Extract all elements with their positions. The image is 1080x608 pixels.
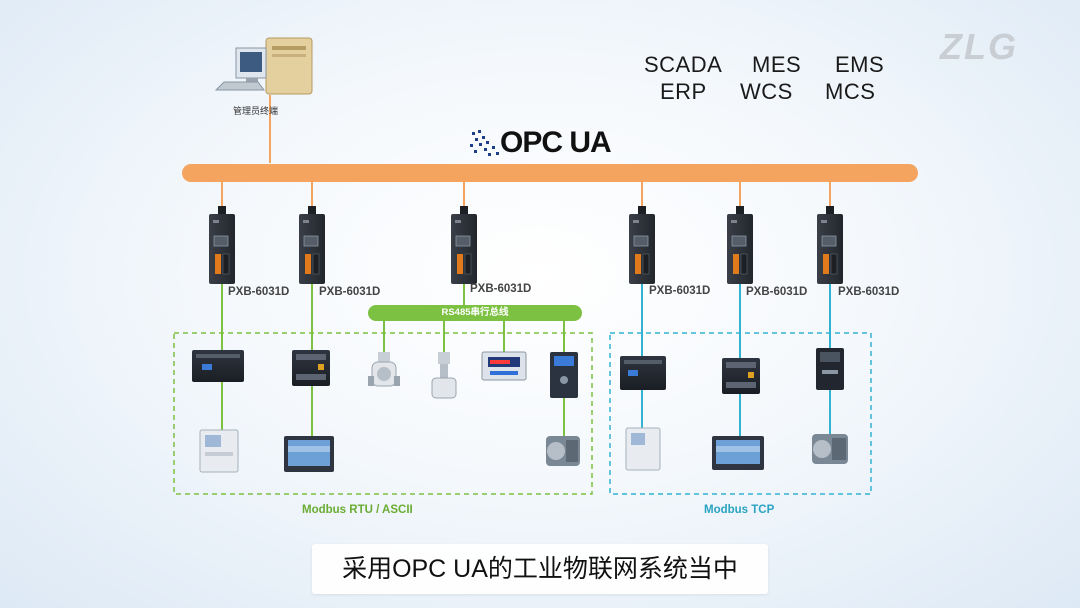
gateway-device-icon [299,206,325,284]
tcp-region-label: Modbus TCP [704,504,775,516]
tcp-region-box [609,332,872,495]
energy-meter-cabinet-icon [199,429,239,473]
video-subtitle: 采用OPC UA的工业物联网系统当中 [312,544,768,594]
system-label: MES [752,52,802,77]
opc-ua-backbone [182,164,918,182]
servo-drive-icon [816,348,844,390]
opc-ua-logo: OPC UA [470,126,630,160]
gateway-device-icon [817,206,843,284]
system-label: EMS [835,52,885,77]
rs485-bus [368,305,582,321]
gateway-group [209,206,843,284]
admin-terminal-label: 管理员终端 [233,106,279,116]
zlg-logo: ZLG [940,26,1018,67]
hmi-panel-icon [284,436,334,472]
flowmeter-icon [368,352,400,387]
gateway-label: PXB-6031D [228,286,290,298]
hmi-panel-tcp-icon [712,436,764,470]
gateway-label: PXB-6031D [319,286,381,298]
energy-meter-cabinet-tcp-icon [625,427,661,471]
opc-ua-logo-mark [470,130,499,156]
plc-tcp-icon [620,356,666,390]
gateway-device-icon [209,206,235,284]
motor-tcp-icon [812,434,848,464]
system-label: MCS [825,79,876,104]
inverter-icon [550,352,578,398]
rs485-bus-label: RS485串行总线 [441,307,509,318]
gateway-label: PXB-6031D [746,286,808,298]
system-label: ERP [660,79,707,104]
system-label: WCS [740,79,793,104]
panel-meter-icon [481,351,527,381]
plc-compact-icon [292,350,330,386]
gateway-label: PXB-6031D [649,285,711,297]
system-label: SCADA [644,52,723,77]
tcp-links [641,284,831,436]
rtu-region-label: Modbus RTU / ASCII [302,504,413,516]
rtu-region-box [173,332,593,495]
gateway-device-icon [727,206,753,284]
opc-ua-logo-text: OPC UA [500,126,612,159]
plc-icon [192,350,244,382]
motor-icon [546,436,580,466]
gateway-label: PXB-6031D [470,283,532,295]
rtu-links [221,284,565,436]
gateway-device-icon [629,206,655,284]
gateway-label: PXB-6031D [838,286,900,298]
admin-terminal-icon [214,37,313,95]
vortex-flowmeter-icon [431,352,457,399]
plc-compact-tcp-icon [722,358,760,394]
gateway-device-icon [451,206,477,284]
